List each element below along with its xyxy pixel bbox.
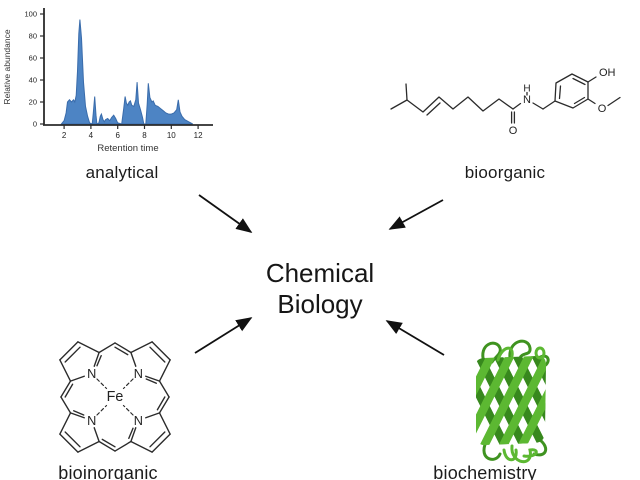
x-axis-title: Retention time <box>97 143 158 154</box>
gfp-structure <box>475 339 550 463</box>
arrow-biochemistry-to-center <box>385 320 445 356</box>
porphyrin-n3-label: N <box>87 413 96 428</box>
y-tick-label: 40 <box>29 76 37 85</box>
y-tick-label: 100 <box>24 10 37 19</box>
x-tick-label: 10 <box>167 131 176 140</box>
x-tick-label: 8 <box>142 131 147 140</box>
y-axis-ticks: 0 20 40 60 80 100 <box>24 10 44 129</box>
label-biochemistry: biochemistry <box>433 463 537 480</box>
chart-area-series <box>60 19 193 125</box>
arrow-bioorganic-to-center <box>388 199 444 230</box>
x-tick-label: 6 <box>115 131 120 140</box>
capsaicin-structure: H N O OH O <box>390 67 621 137</box>
arrow-bioinorganic-to-center <box>194 317 253 354</box>
y-tick-label: 0 <box>33 120 37 129</box>
gfp-front-loops <box>496 346 546 463</box>
amide-n-label: N <box>523 94 531 106</box>
porphyrin-n1-label: N <box>87 366 96 381</box>
y-tick-label: 20 <box>29 98 37 107</box>
porphyrin-n2-label: N <box>134 366 143 381</box>
capsaicin-bonds <box>390 73 621 124</box>
y-axis-title: Relative abundance <box>2 29 12 104</box>
porphyrin-macrocycle: N N N N Fe <box>59 341 171 453</box>
porphyrin-structure: N N N N Fe <box>59 341 171 453</box>
y-tick-label: 60 <box>29 54 37 63</box>
x-tick-label: 4 <box>89 131 94 140</box>
arrow-analytical-to-center <box>198 194 253 233</box>
y-tick-label: 80 <box>29 32 37 41</box>
gfp-beta-barrel <box>475 355 547 446</box>
phenol-oh-label: OH <box>599 67 616 79</box>
x-tick-label: 2 <box>62 131 67 140</box>
center-title: Chemical Biology <box>265 258 375 319</box>
x-tick-label: 12 <box>194 131 203 140</box>
methoxy-o-label: O <box>598 103 607 115</box>
amide-h-label: H <box>523 84 530 95</box>
porphyrin-n4-label: N <box>134 413 143 428</box>
chromatogram-chart: 2 4 6 8 10 12 0 20 40 60 80 100 Retention time Rel… <box>2 8 213 154</box>
label-analytical: analytical <box>85 163 159 182</box>
label-bioorganic: bioorganic <box>464 163 546 182</box>
label-bioinorganic: bioinorganic <box>58 463 158 480</box>
porphyrin-fe-label: Fe <box>107 389 124 405</box>
carbonyl-o-label: O <box>509 125 518 137</box>
x-axis-ticks: 2 4 6 8 10 12 <box>62 125 203 140</box>
chromatogram-area <box>60 19 193 125</box>
